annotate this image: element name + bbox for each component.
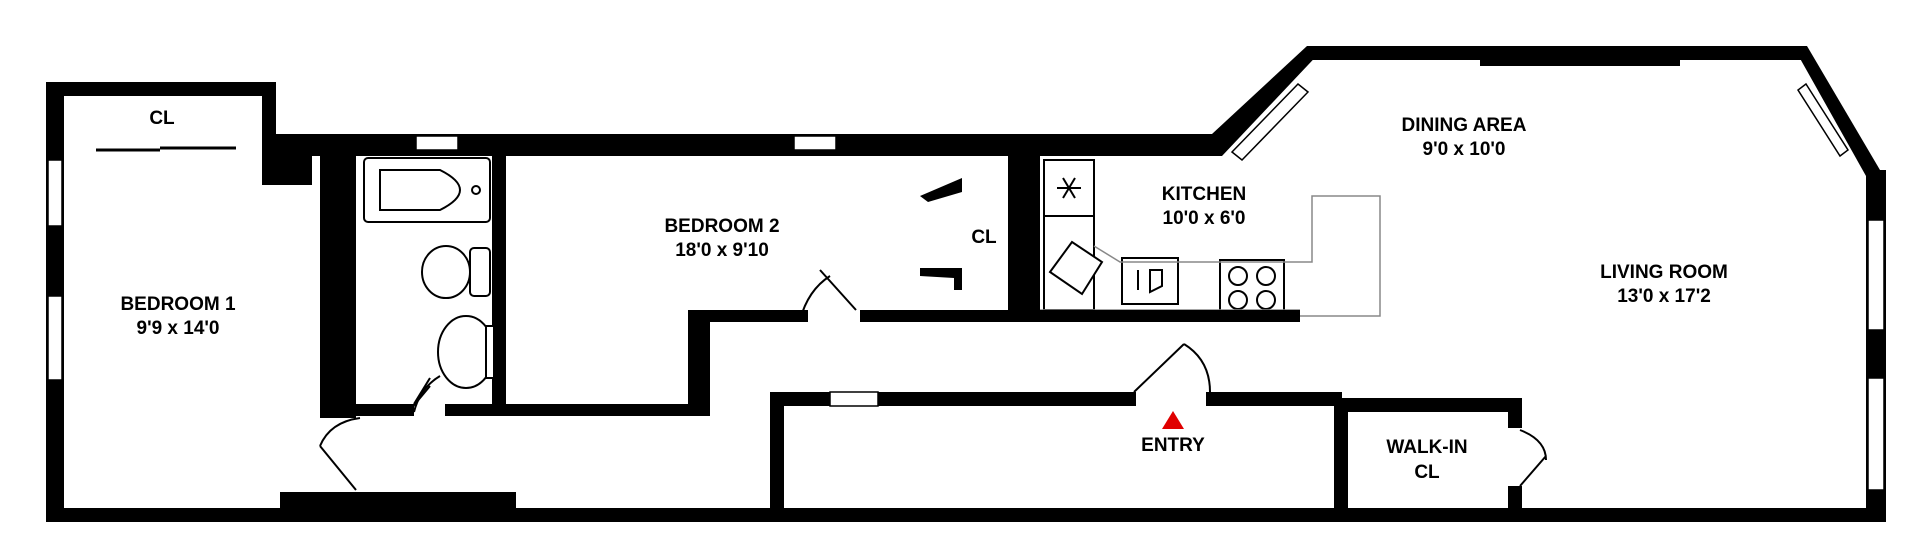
walkin-closet-label-line1: WALK-IN: [1386, 437, 1467, 458]
dining-label: DINING AREA: [1402, 115, 1527, 136]
living-label: LIVING ROOM: [1600, 262, 1728, 283]
kitchen-sink: [1048, 240, 1104, 296]
walls: [46, 46, 1886, 522]
kitchen-fixtures: [1040, 159, 1381, 322]
entry-arrow-icon: [1162, 411, 1184, 429]
bedroom2-dims: 18'0 x 9'10: [675, 240, 769, 261]
dining-dims: 9'0 x 10'0: [1423, 139, 1506, 160]
bedroom2-closet-label: CL: [971, 227, 997, 248]
toilet: [421, 245, 471, 299]
bedroom2-label: BEDROOM 2: [664, 216, 779, 237]
kitchen-dims: 10'0 x 6'0: [1163, 208, 1246, 229]
bedroom1-dims: 9'9 x 14'0: [137, 318, 220, 339]
walkin-closet-label-line2: CL: [1414, 462, 1440, 483]
bathroom: [363, 157, 495, 413]
snowflake-icon: [1057, 177, 1081, 199]
windows: [47, 82, 1885, 491]
bedroom1-closet-label: CL: [149, 108, 175, 129]
kitchen-label: KITCHEN: [1162, 184, 1246, 205]
doors: [96, 146, 1547, 491]
bathtub: [363, 157, 491, 223]
bedroom1-label: BEDROOM 1: [120, 294, 236, 315]
entry-label: ENTRY: [1141, 435, 1205, 456]
stove: [1219, 259, 1285, 315]
living-dims: 13'0 x 17'2: [1617, 286, 1711, 307]
